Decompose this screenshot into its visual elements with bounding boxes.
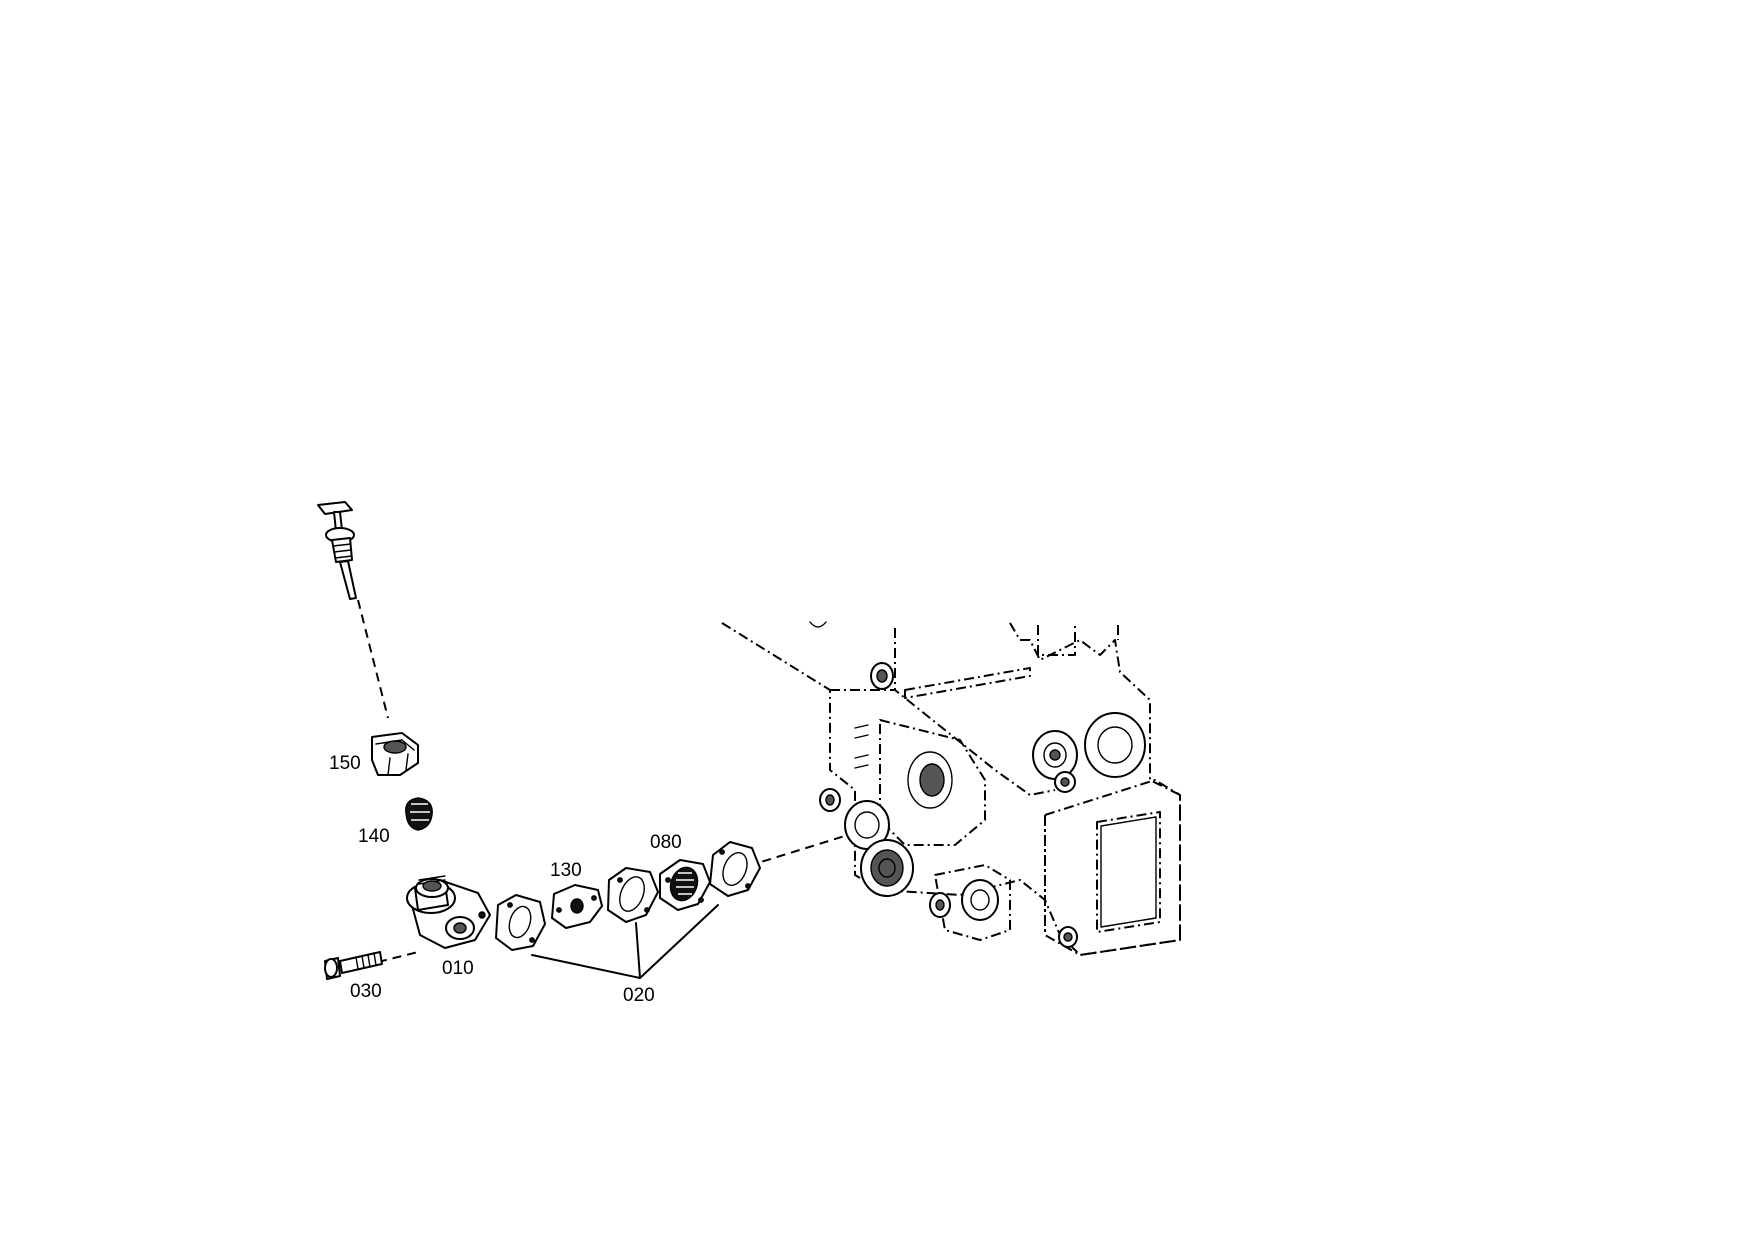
label-130: 130 bbox=[550, 860, 582, 881]
assembly-lines bbox=[357, 599, 849, 963]
elbow-fitting-010 bbox=[406, 875, 491, 949]
gasket-middle bbox=[607, 867, 659, 923]
label-020: 020 bbox=[623, 985, 655, 1006]
seal-ring-140 bbox=[405, 797, 433, 831]
screen-plate-080 bbox=[659, 859, 711, 911]
label-030: 030 bbox=[350, 981, 382, 1002]
gasket-left bbox=[495, 894, 546, 951]
dipstick bbox=[317, 501, 357, 600]
label-140: 140 bbox=[358, 826, 390, 847]
part-labels: 150 140 130 080 010 030 020 bbox=[329, 753, 682, 1006]
label-010: 010 bbox=[442, 958, 474, 979]
label-150: 150 bbox=[329, 753, 361, 774]
label-080: 080 bbox=[650, 832, 682, 853]
gasket-right bbox=[709, 841, 761, 897]
bolt-030 bbox=[324, 951, 383, 980]
cover-plate-130 bbox=[551, 884, 603, 929]
hex-nut-150 bbox=[371, 732, 419, 776]
group-bracket-020 bbox=[531, 904, 719, 979]
transmission-housing bbox=[721, 621, 1181, 956]
